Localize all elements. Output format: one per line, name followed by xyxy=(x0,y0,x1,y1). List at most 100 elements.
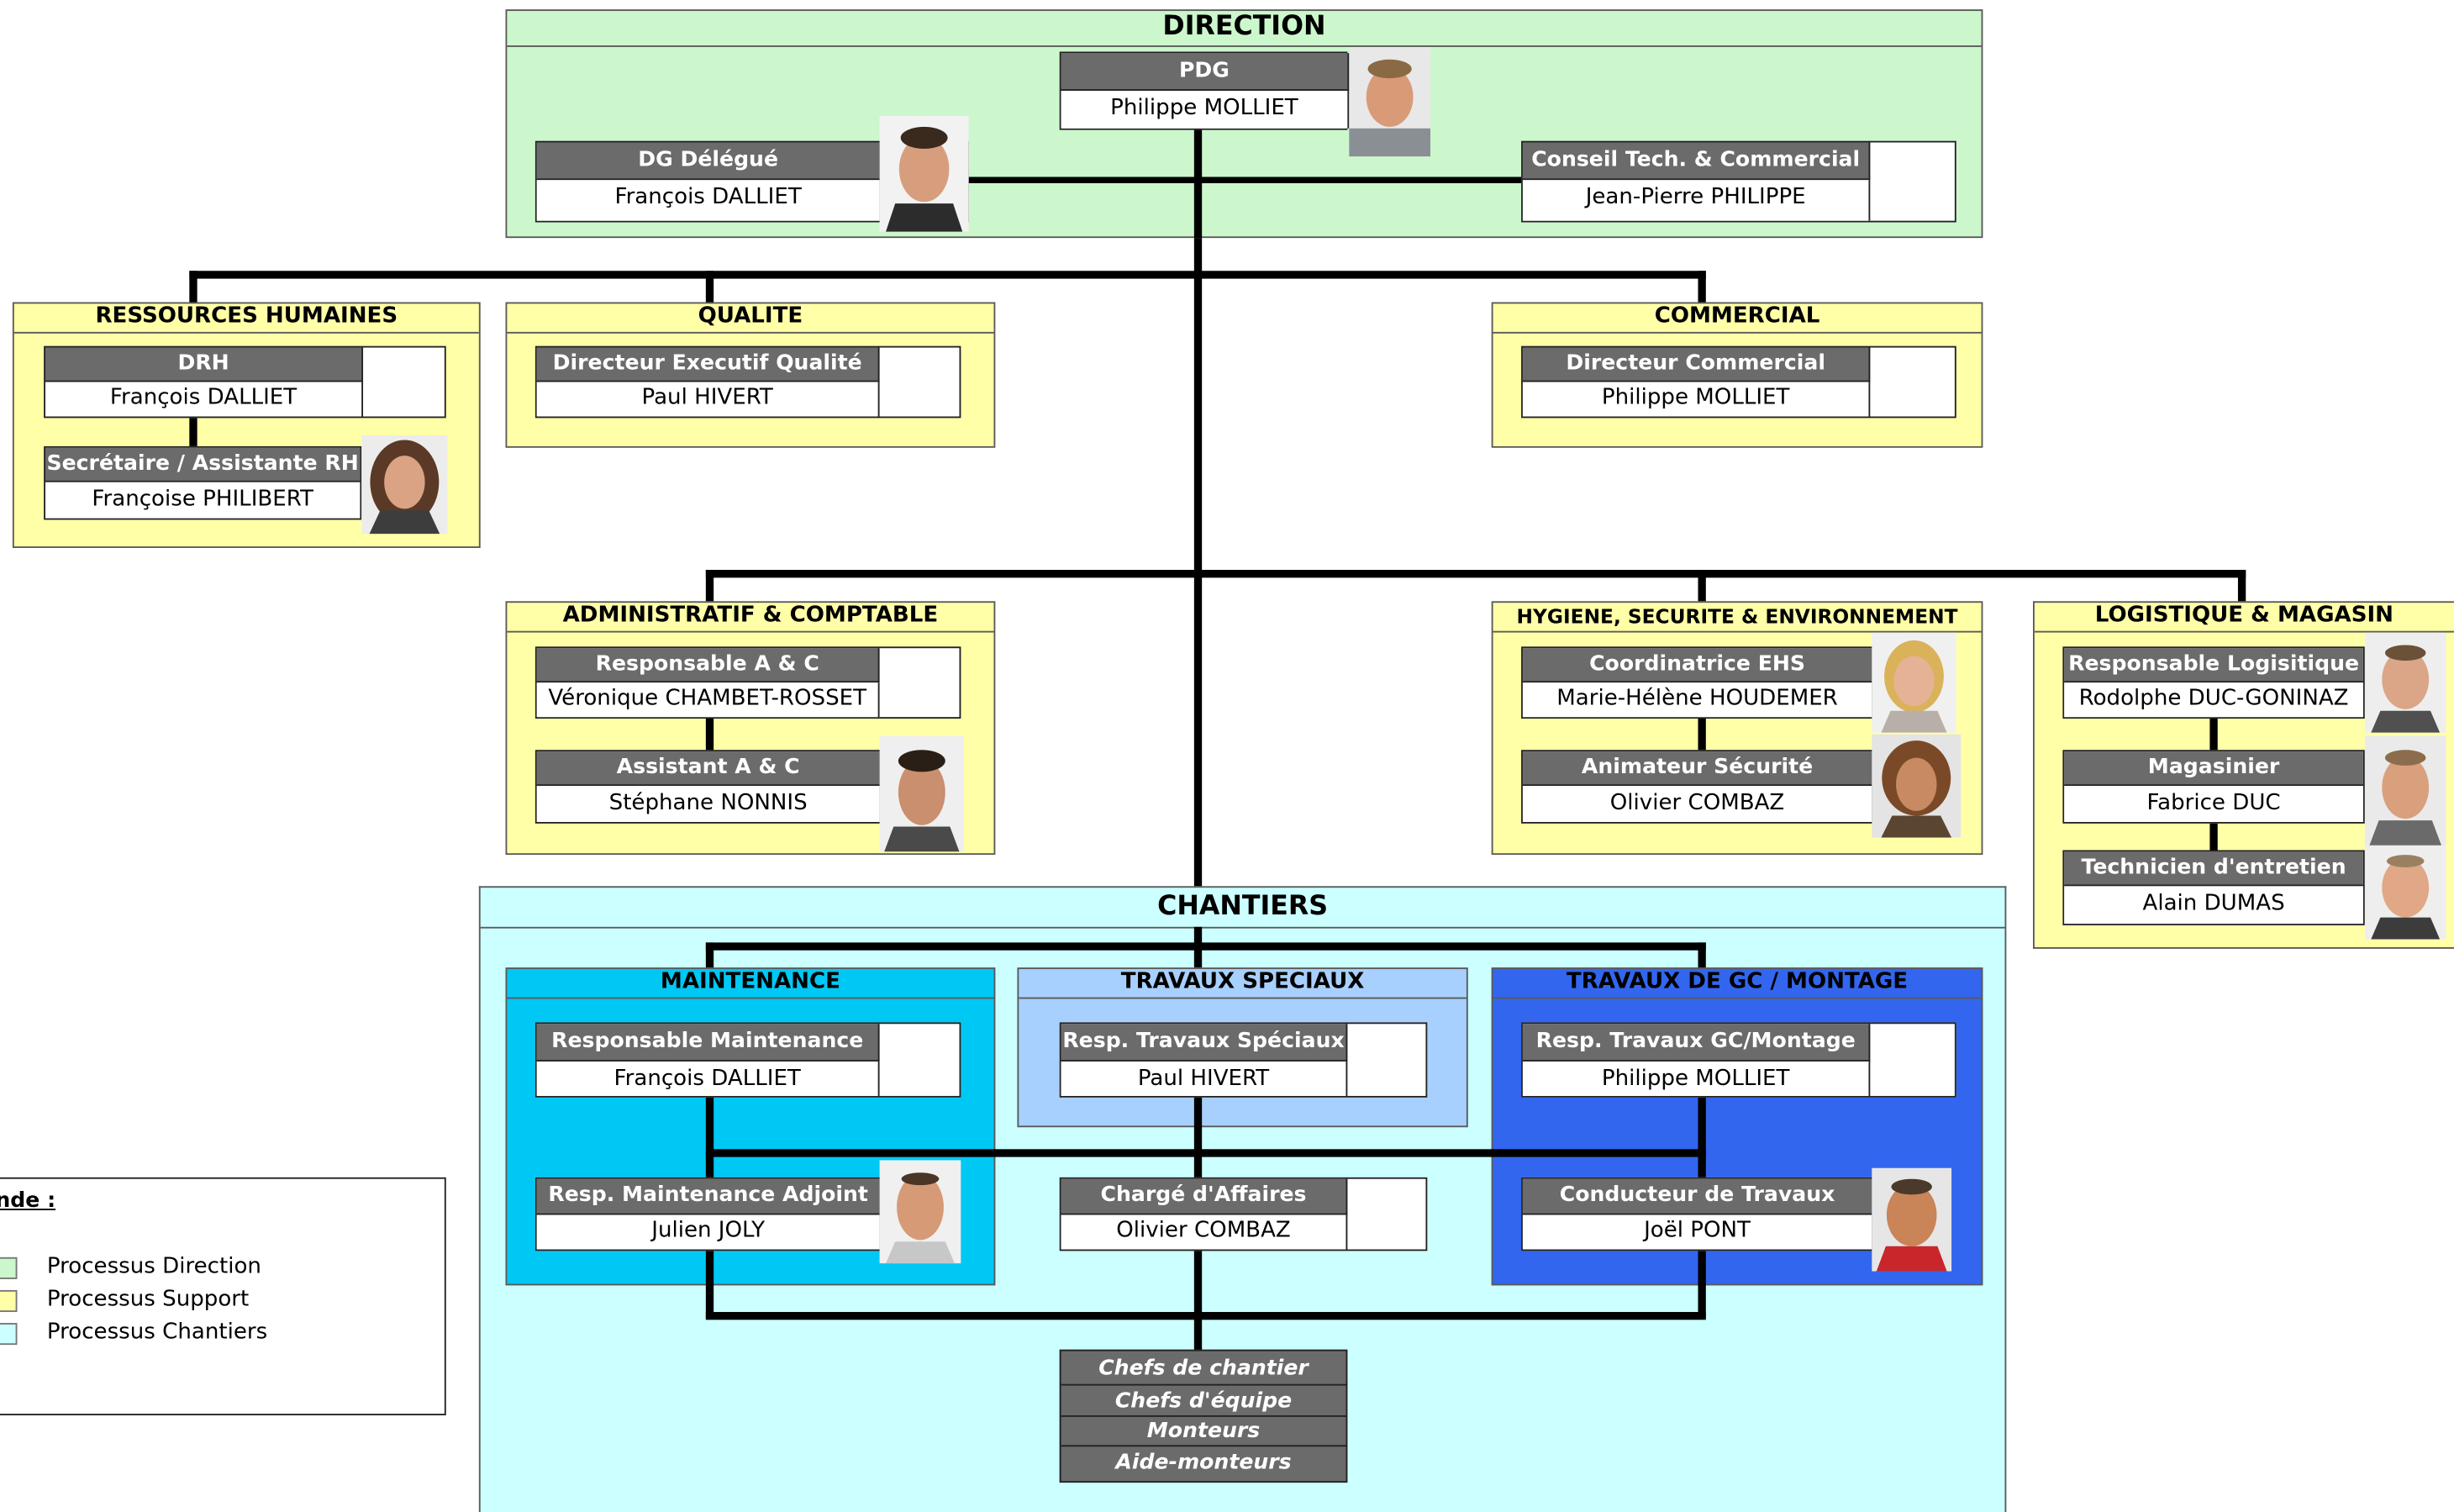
section-title: RESSOURCES HUMAINES xyxy=(13,303,479,334)
person-name: François DALLIET xyxy=(536,1061,880,1096)
section-title: QUALITE xyxy=(507,303,994,334)
role-label: Conseil Tech. & Commercial xyxy=(1522,142,1871,181)
chefs-stack: Chefs de chantier Chefs d'équipe Monteur… xyxy=(1059,1349,1348,1483)
card-coord-ehs: Coordinatrice EHS Marie-Hélène HOUDEMER xyxy=(1521,646,1874,719)
role-label: DG Délégué xyxy=(536,142,882,181)
section-title: CHANTIERS xyxy=(480,888,2005,929)
legend-swatch-direction xyxy=(0,1256,18,1279)
photo-fabrice-duc xyxy=(2364,735,2446,846)
connector xyxy=(705,1312,1706,1320)
card-technicien: Technicien d'entretien Alain DUMAS xyxy=(2062,850,2365,925)
person-name: Paul HIVERT xyxy=(1061,1061,1348,1096)
card-animateur-securite: Animateur Sécurité Olivier COMBAZ xyxy=(1521,750,1874,824)
person-name: Alain DUMAS xyxy=(2064,886,2363,925)
connector xyxy=(1698,704,1706,758)
photo-rodolphe-duc-goninaz xyxy=(2364,632,2446,733)
role-label: DRH xyxy=(45,347,364,382)
person-name: Véronique CHAMBET-ROSSET xyxy=(536,682,880,718)
section-title: LOGISTIQUE & MAGASIN xyxy=(2034,603,2454,633)
role-label: Responsable Maintenance xyxy=(536,1024,880,1062)
section-title: ADMINISTRATIF & COMPTABLE xyxy=(507,603,994,633)
person-name: François DALLIET xyxy=(45,382,364,417)
connector xyxy=(705,704,714,758)
connector xyxy=(1193,125,1203,896)
photo-francoise-philibert xyxy=(361,435,448,535)
role-label: Coordinatrice EHS xyxy=(1522,648,1872,683)
person-name: Fabrice DUC xyxy=(2064,786,2363,822)
role-label: Resp. Travaux Spéciaux xyxy=(1061,1024,1348,1062)
connector xyxy=(966,176,1525,183)
connector xyxy=(705,1149,1706,1157)
connector xyxy=(189,271,1706,279)
chefs-item: Chefs de chantier xyxy=(1061,1351,1346,1386)
role-label: Assistant A & C xyxy=(536,751,880,787)
legend-item: Processus Direction xyxy=(46,1254,261,1279)
card-resp-maintenance-adjoint: Resp. Maintenance Adjoint Julien JOLY xyxy=(535,1177,882,1251)
connector xyxy=(189,407,197,455)
role-label: Directeur Executif Qualité xyxy=(536,347,880,382)
person-name: Philippe MOLLIET xyxy=(1522,1061,1871,1096)
person-name: Olivier COMBAZ xyxy=(1522,786,1872,822)
role-label: Conducteur de Travaux xyxy=(1522,1178,1872,1215)
person-name: Olivier COMBAZ xyxy=(1061,1214,1348,1250)
chefs-item: Aide-monteurs xyxy=(1115,1449,1292,1475)
section-title: COMMERCIAL xyxy=(1493,303,1982,334)
card-dir-qualite: Directeur Executif Qualité Paul HIVERT xyxy=(535,345,961,419)
role-label: Directeur Commercial xyxy=(1522,347,1871,382)
photo-joel-pont xyxy=(1872,1167,1952,1272)
role-label: PDG xyxy=(1061,53,1350,92)
photo-francois-dalliet xyxy=(879,115,969,232)
section-title: HYGIENE, SECURITE & ENVIRONNEMENT xyxy=(1493,603,1982,633)
card-resp-logistique: Responsable Logisitique Rodolphe DUC-GON… xyxy=(2062,646,2365,719)
role-label: Technicien d'entretien xyxy=(2064,851,2363,887)
connector xyxy=(1698,570,1706,603)
role-label: Responsable Logisitique xyxy=(2064,648,2363,683)
role-label: Responsable A & C xyxy=(536,648,880,683)
connector xyxy=(705,271,714,304)
person-name: Paul HIVERT xyxy=(536,382,880,417)
photo-stephane-nonnis xyxy=(879,735,965,852)
card-resp-travaux-gc: Resp. Travaux GC/Montage Philippe MOLLIE… xyxy=(1521,1022,1956,1098)
chefs-item: Monteurs xyxy=(1061,1417,1346,1447)
card-conseil-tech: Conseil Tech. & Commercial Jean-Pierre P… xyxy=(1521,140,1956,223)
role-label: Animateur Sécurité xyxy=(1522,751,1872,787)
legend-swatch-chantiers xyxy=(0,1323,18,1346)
card-dir-commercial: Directeur Commercial Philippe MOLLIET xyxy=(1521,345,1956,419)
connector xyxy=(1698,942,1706,971)
role-label: Resp. Maintenance Adjoint xyxy=(536,1178,880,1215)
role-label: Chargé d'Affaires xyxy=(1061,1178,1348,1215)
photo-philippe-molliet xyxy=(1349,46,1431,157)
person-name: Marie-Hélène HOUDEMER xyxy=(1522,682,1872,718)
section-title: TRAVAUX DE GC / MONTAGE xyxy=(1493,969,1982,999)
card-dg-delegue: DG Délégué François DALLIET xyxy=(535,140,969,223)
card-conducteur-travaux: Conducteur de Travaux Joël PONT xyxy=(1521,1177,1874,1251)
card-charge-affaires: Chargé d'Affaires Olivier COMBAZ xyxy=(1059,1177,1428,1251)
connector xyxy=(705,942,1706,951)
card-assistant-ac: Assistant A & C Stéphane NONNIS xyxy=(535,750,882,824)
role-label: Resp. Travaux GC/Montage xyxy=(1522,1024,1871,1062)
person-name: Joël PONT xyxy=(1522,1214,1872,1250)
card-pdg: PDG Philippe MOLLIET xyxy=(1059,51,1350,130)
connector xyxy=(2237,570,2246,603)
person-name: Julien JOLY xyxy=(536,1214,880,1250)
connector xyxy=(1698,271,1706,304)
legend: nde : Processus Direction Processus Supp… xyxy=(0,1177,446,1415)
section-title: MAINTENANCE xyxy=(507,969,994,999)
photo-alain-dumas xyxy=(2364,845,2446,940)
person-name: Françoise PHILIBERT xyxy=(45,482,361,519)
person-name: François DALLIET xyxy=(536,180,882,221)
section-title: TRAVAUX SPECIAUX xyxy=(1019,969,1467,999)
legend-title: nde : xyxy=(0,1188,56,1214)
connector xyxy=(189,271,197,304)
person-name: Philippe MOLLIET xyxy=(1522,382,1871,417)
connector xyxy=(705,942,714,971)
legend-swatch-support xyxy=(0,1289,18,1313)
person-name: Rodolphe DUC-GONINAZ xyxy=(2064,682,2363,718)
card-secretaire-rh: Secrétaire / Assistante RH Françoise PHI… xyxy=(44,445,362,520)
card-resp-maintenance: Responsable Maintenance François DALLIET xyxy=(535,1022,961,1098)
card-drh: DRH François DALLIET xyxy=(44,345,446,419)
card-magasinier: Magasinier Fabrice DUC xyxy=(2062,750,2365,824)
connector xyxy=(705,570,2246,578)
photo-marie-helene-houdemer xyxy=(1872,632,1956,733)
